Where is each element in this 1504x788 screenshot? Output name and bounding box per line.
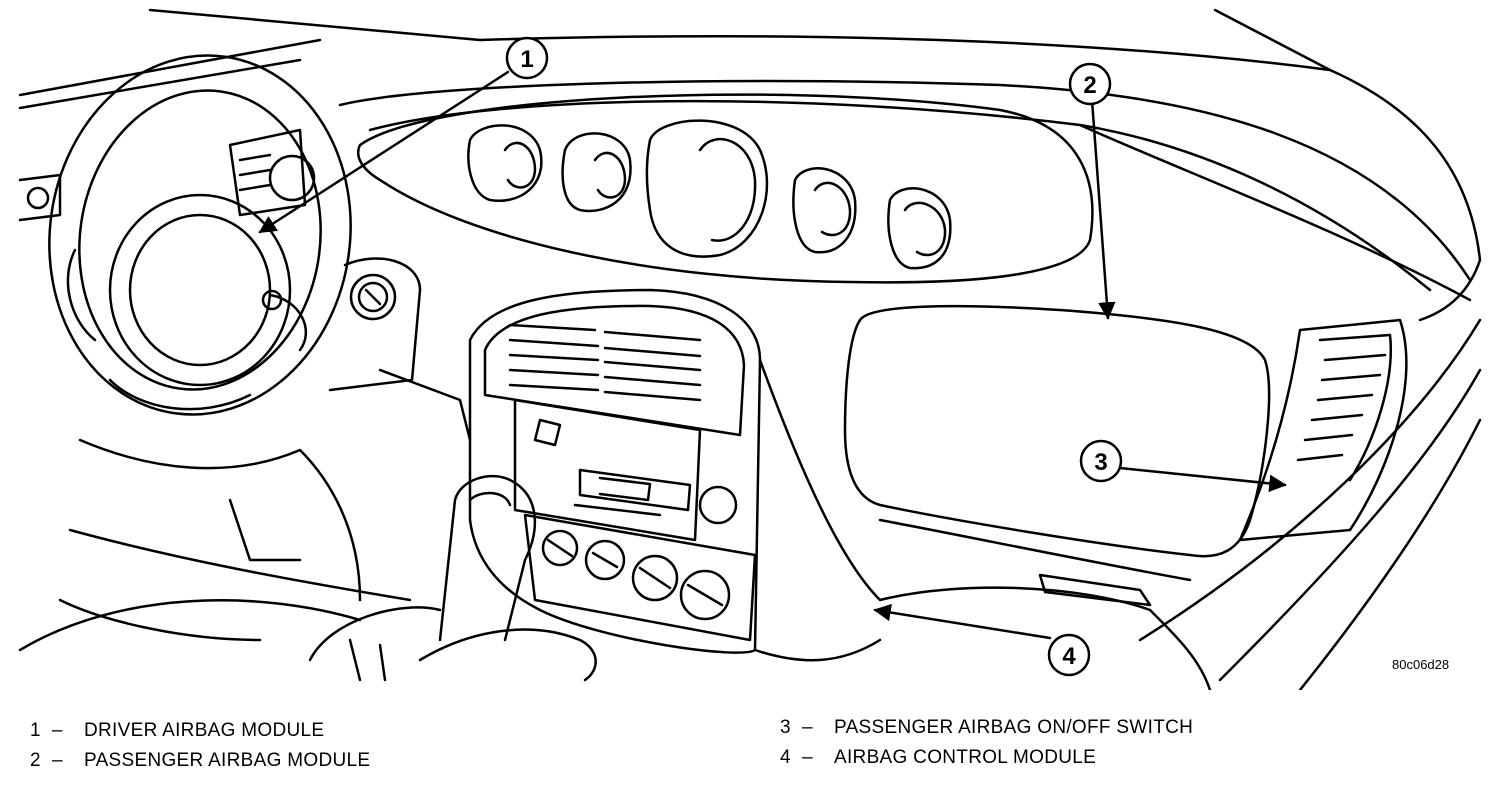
legend-item-4: 4–AIRBAG CONTROL MODULE <box>780 747 1096 769</box>
legend-separator: – <box>802 717 813 738</box>
callout-2-label: 2 <box>1083 72 1096 99</box>
legend-item-1: 1–DRIVER AIRBAG MODULE <box>30 720 324 742</box>
callout-4-label: 4 <box>1062 643 1076 670</box>
shift-lever-hand <box>308 474 597 682</box>
legend-separator: – <box>52 720 63 741</box>
leader-arrow-4 <box>873 603 1052 640</box>
legend-number: 3 <box>780 717 791 738</box>
legend-number: 4 <box>780 747 791 768</box>
legend-text: PASSENGER AIRBAG ON/OFF SWITCH <box>834 717 1194 738</box>
left-door-vent <box>18 173 62 222</box>
legend-text: PASSENGER AIRBAG MODULE <box>84 750 371 771</box>
figure-id: 80c06d28 <box>1392 657 1450 672</box>
lower-dash-left <box>18 368 472 652</box>
legend-item-2: 2–PASSENGER AIRBAG MODULE <box>30 750 370 772</box>
legend-separator: – <box>802 747 813 768</box>
dashboard-line-drawing: 1 2 3 4 <box>18 8 1482 690</box>
leader-arrow-1 <box>258 70 510 234</box>
legend-text: DRIVER AIRBAG MODULE <box>84 720 325 741</box>
vent-pod <box>356 93 1094 284</box>
callout-2: 2 <box>1068 62 1112 106</box>
passenger-switch-panel <box>1238 318 1408 542</box>
legend-number: 2 <box>30 750 41 771</box>
gauge-cluster <box>228 128 316 217</box>
ignition-switch <box>328 257 422 392</box>
callout-1: 1 <box>505 36 549 80</box>
legend-item-3: 3–PASSENGER AIRBAG ON/OFF SWITCH <box>780 717 1193 739</box>
callout-3: 3 <box>1079 439 1123 483</box>
legend-number: 1 <box>30 720 41 741</box>
center-stack <box>468 288 762 654</box>
right-door <box>1138 258 1482 690</box>
callout-3-label: 3 <box>1094 449 1107 476</box>
steering-wheel <box>48 54 352 416</box>
passenger-airbag-door <box>843 304 1271 558</box>
legend-separator: – <box>52 750 63 771</box>
callout-1-label: 1 <box>520 46 533 73</box>
callout-4: 4 <box>1047 633 1091 677</box>
leader-arrow-3 <box>1118 466 1287 493</box>
dashboard-top <box>338 79 1472 302</box>
lower-dash-right <box>753 358 1212 690</box>
legend-text: AIRBAG CONTROL MODULE <box>834 747 1097 768</box>
windshield-lines <box>18 8 1482 262</box>
leader-arrow-2 <box>1090 98 1116 320</box>
